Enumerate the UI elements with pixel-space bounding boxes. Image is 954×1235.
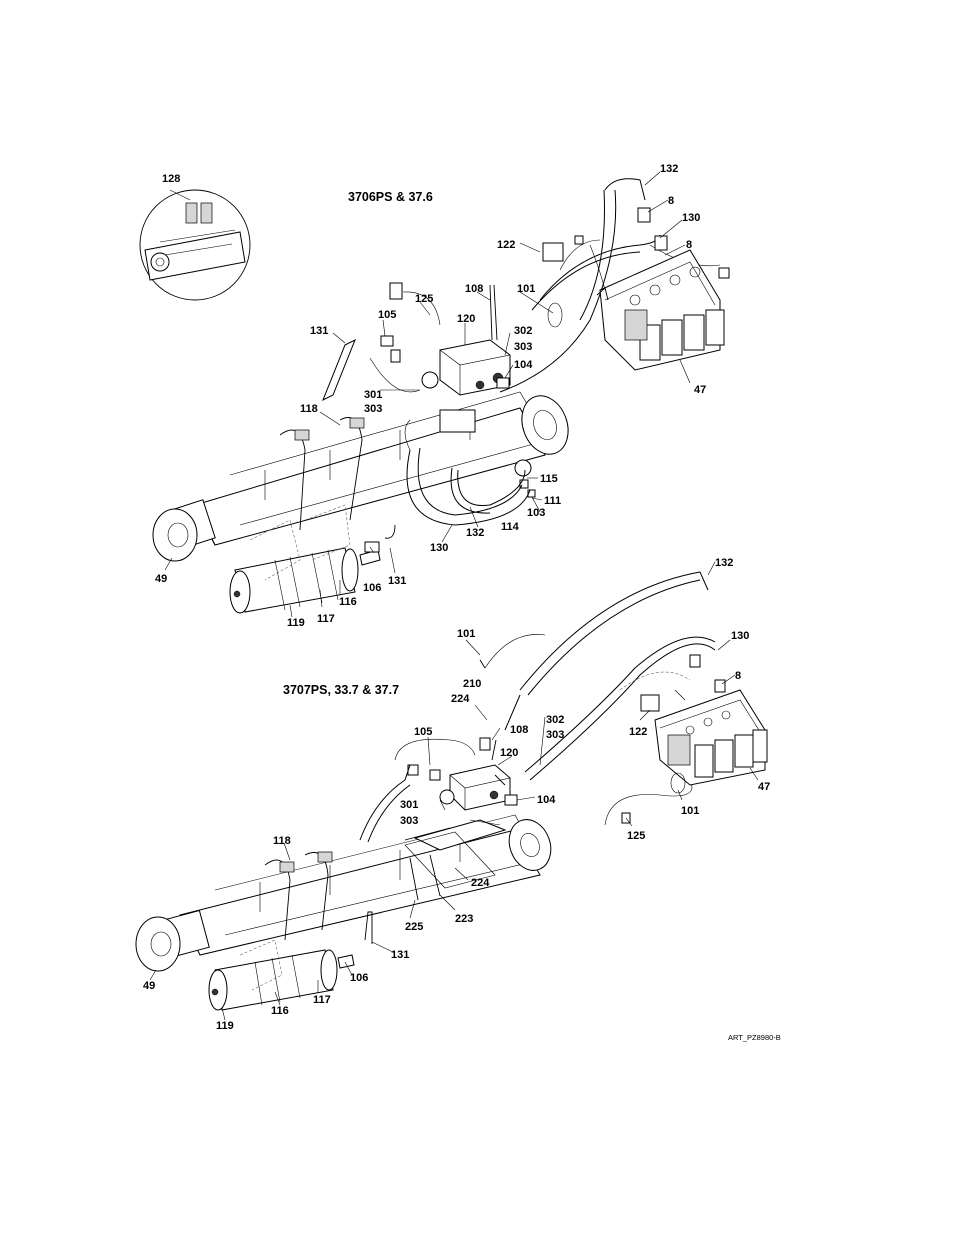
callout-303: 303 (364, 403, 382, 415)
callout-132: 132 (466, 527, 484, 539)
upper-control-valve (597, 208, 729, 370)
lower-main-cylinder (136, 814, 558, 971)
callout-116: 116 (339, 596, 357, 608)
callout-114: 114 (501, 521, 520, 533)
callout-132: 132 (660, 163, 678, 175)
callout-49: 49 (143, 980, 155, 992)
upper-title: 3706PS & 37.6 (348, 190, 433, 204)
callout-104: 104 (537, 794, 556, 806)
callout-115: 115 (540, 473, 558, 485)
callout-8: 8 (686, 239, 692, 251)
callout-106: 106 (363, 582, 381, 594)
art-identifier: ART_PZ8980-B (728, 1033, 781, 1042)
callout-223: 223 (455, 913, 473, 925)
callout-103: 103 (527, 507, 545, 519)
callout-210: 210 (463, 678, 481, 690)
callout-47: 47 (694, 384, 706, 396)
callout-128: 128 (162, 173, 180, 185)
lower-title: 3707PS, 33.7 & 37.7 (283, 683, 399, 697)
lower-assembly: 3707PS, 33.7 & 37.7 132 101 130 8 210 22… (136, 557, 770, 1032)
callout-105: 105 (414, 726, 432, 738)
callout-224: 224 (451, 693, 470, 705)
callout-224: 224 (471, 877, 490, 889)
callout-119: 119 (216, 1020, 234, 1032)
callout-101: 101 (517, 283, 535, 295)
callout-302: 302 (514, 325, 532, 337)
callout-131: 131 (310, 325, 328, 337)
callout-118: 118 (273, 835, 291, 847)
callout-117: 117 (317, 613, 335, 625)
callout-8: 8 (735, 670, 741, 682)
callout-301: 301 (364, 389, 382, 401)
callout-303: 303 (514, 341, 532, 353)
callout-125: 125 (627, 830, 645, 842)
callout-302: 302 (546, 714, 564, 726)
callout-120: 120 (457, 313, 475, 325)
callout-118: 118 (300, 403, 318, 415)
callout-303: 303 (546, 729, 564, 741)
upper-main-cylinder (153, 389, 576, 561)
callout-122: 122 (629, 726, 647, 738)
callout-130: 130 (430, 542, 448, 554)
callout-106: 106 (350, 972, 368, 984)
upper-accumulator (230, 548, 380, 613)
callout-122: 122 (497, 239, 515, 251)
callout-108: 108 (510, 724, 528, 736)
callout-301: 301 (400, 799, 418, 811)
callout-104: 104 (514, 359, 533, 371)
callout-105: 105 (378, 309, 396, 321)
lower-control-valve (622, 655, 767, 823)
callout-101: 101 (681, 805, 699, 817)
callout-303: 303 (400, 815, 418, 827)
callout-130: 130 (682, 212, 700, 224)
callout-131: 131 (388, 575, 406, 587)
callout-225: 225 (405, 921, 423, 933)
callout-119: 119 (287, 617, 305, 629)
callout-120: 120 (500, 747, 518, 759)
callout-47: 47 (758, 781, 770, 793)
detail-circle-128 (140, 190, 250, 300)
callout-131: 131 (391, 949, 409, 961)
callout-49: 49 (155, 573, 167, 585)
callout-8: 8 (668, 195, 674, 207)
callout-108: 108 (465, 283, 483, 295)
callout-117: 117 (313, 994, 331, 1006)
callout-130: 130 (731, 630, 749, 642)
callout-132: 132 (715, 557, 733, 569)
upper-leader-lines (165, 172, 690, 617)
callout-101: 101 (457, 628, 475, 640)
upper-assembly: 3706PS & 37.6 128 132 8 130 8 122 108 10… (140, 163, 729, 629)
callout-116: 116 (271, 1005, 289, 1017)
callout-125: 125 (415, 293, 433, 305)
callout-111: 111 (544, 495, 561, 507)
